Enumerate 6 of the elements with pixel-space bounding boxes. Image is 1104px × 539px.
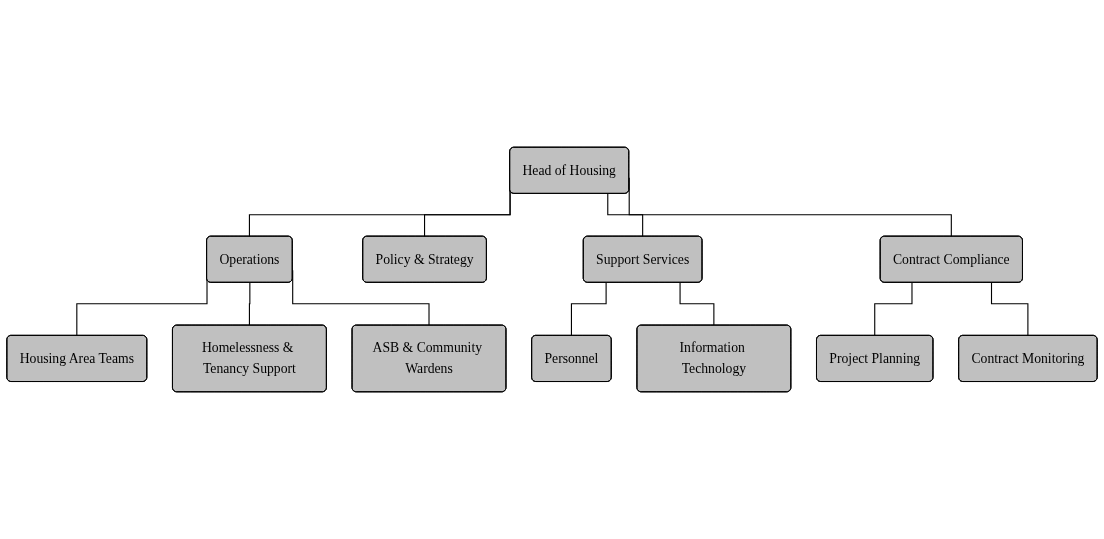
connector [874,282,913,337]
connector [990,282,1029,337]
connector [679,282,715,327]
connector [570,282,607,337]
connector [607,193,644,238]
connector [248,282,251,327]
